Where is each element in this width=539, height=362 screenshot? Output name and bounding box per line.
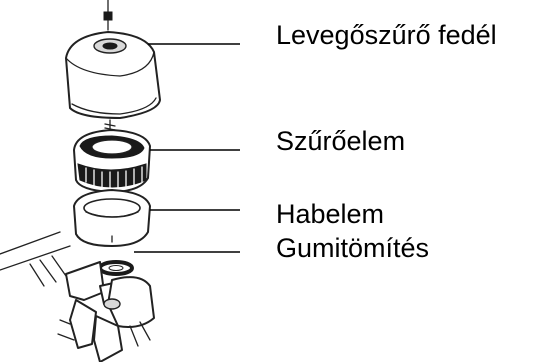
cover-bolt — [103, 0, 113, 31]
label-cover: Levegőszűrő fedél — [276, 20, 497, 50]
filter-element — [73, 129, 151, 193]
carburetor-base — [0, 231, 155, 362]
label-element: Szűrőelem — [276, 126, 405, 156]
label-foam: Habelem — [276, 199, 384, 229]
rubber-gasket — [98, 260, 134, 276]
label-gasket: Gumitömítés — [276, 233, 429, 263]
foam-element — [73, 189, 151, 247]
air-filter-cover — [65, 31, 161, 119]
